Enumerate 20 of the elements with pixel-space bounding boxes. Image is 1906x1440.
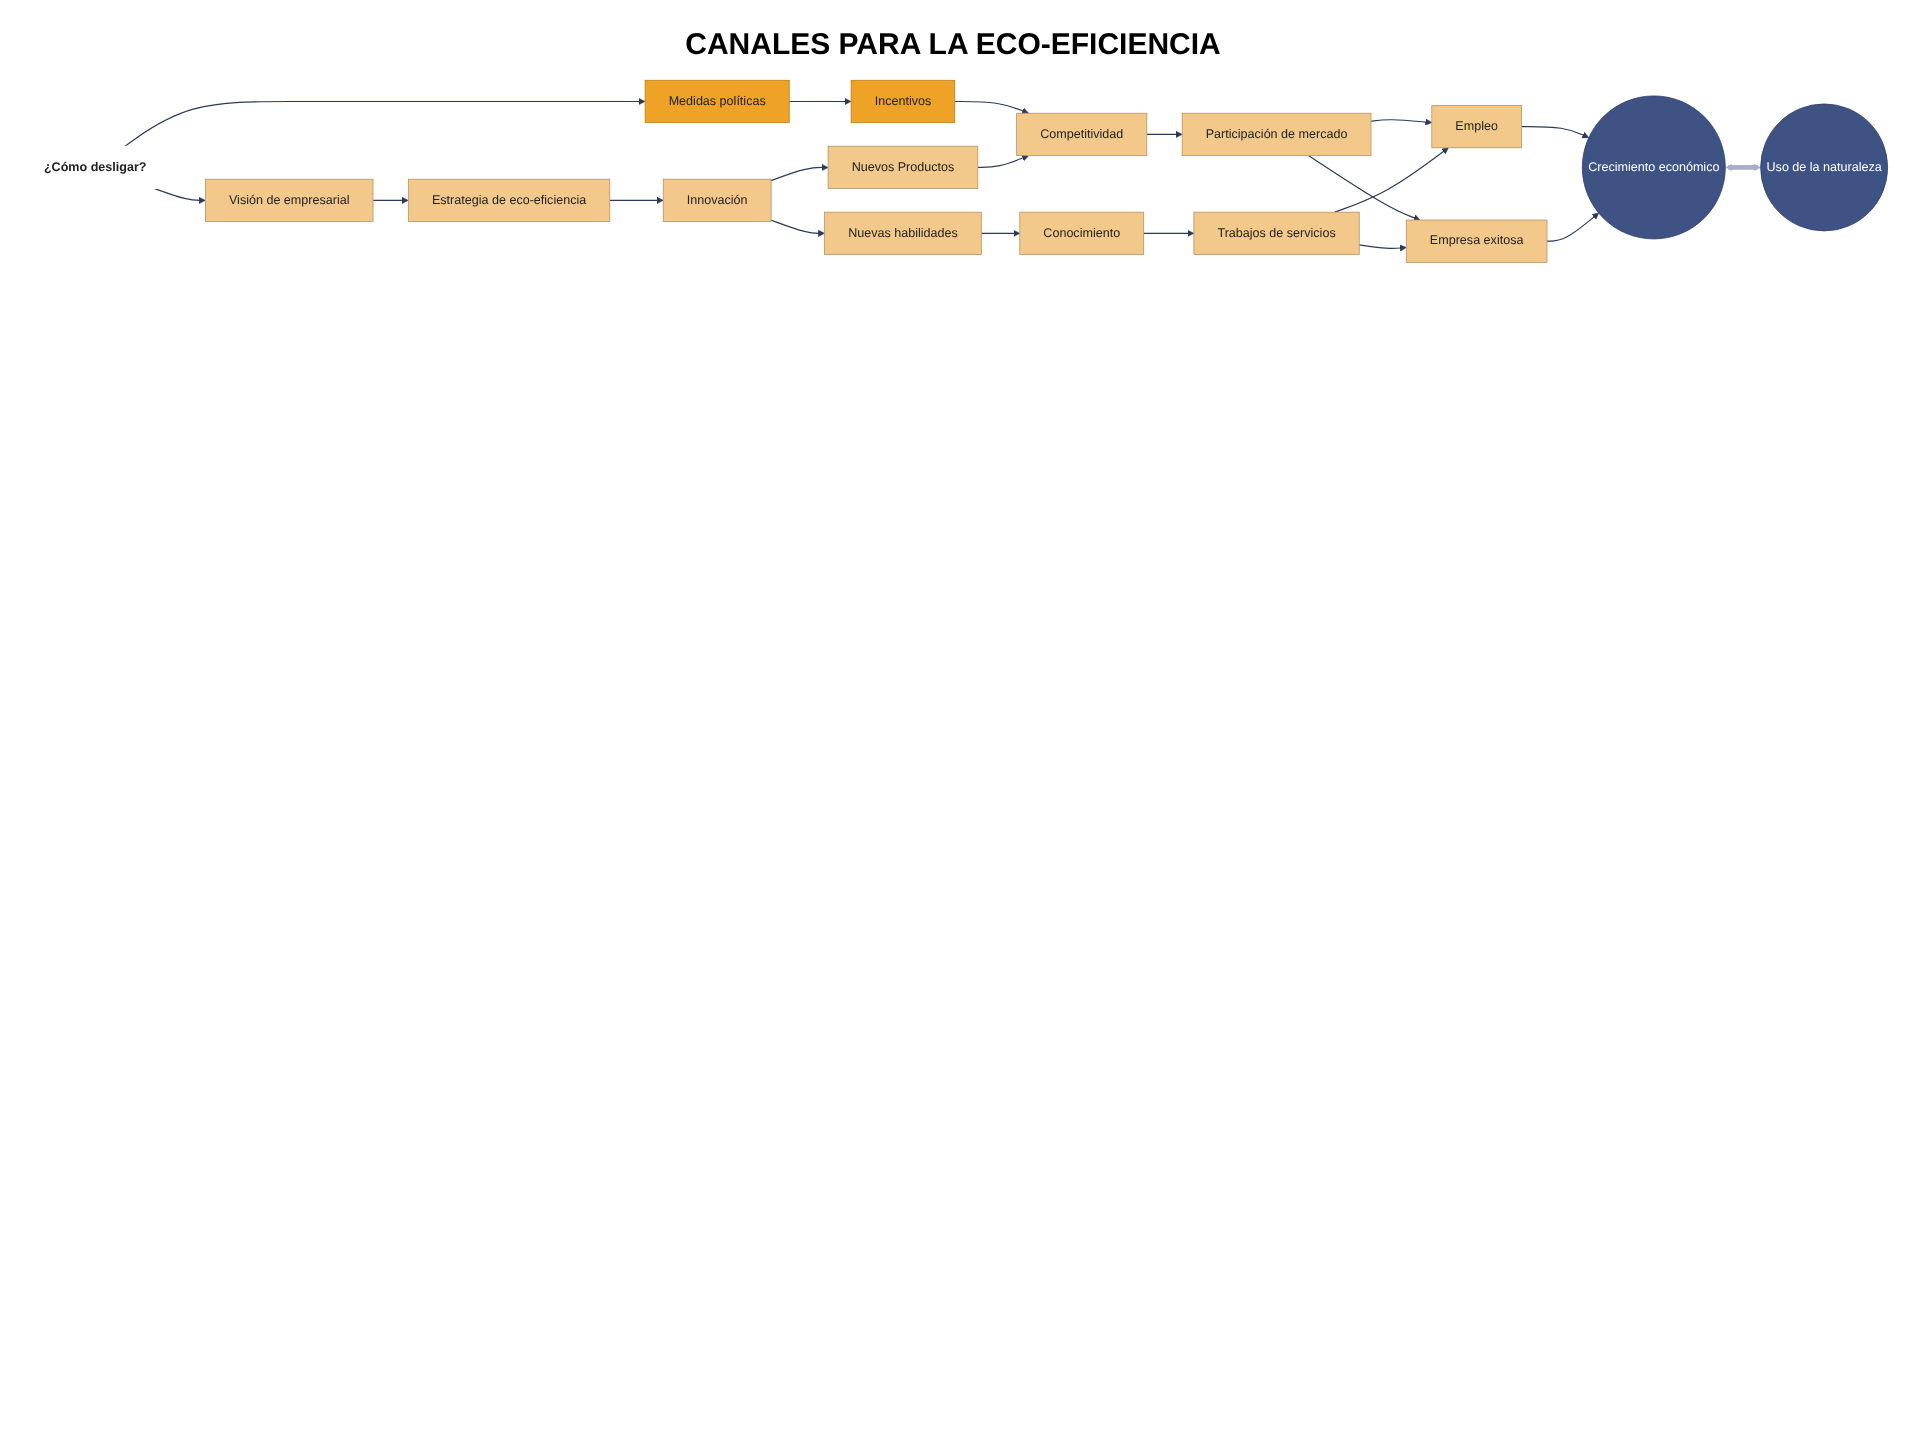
arrow — [769, 163, 828, 182]
arrow — [1369, 118, 1432, 126]
arrow — [953, 100, 1028, 115]
arrow — [976, 154, 1028, 168]
arrow — [1545, 212, 1599, 242]
arrow — [1142, 229, 1194, 237]
arrow — [1724, 163, 1760, 171]
arrow — [371, 196, 408, 204]
arrow — [153, 188, 205, 204]
arrow — [608, 196, 663, 204]
arrow — [1333, 147, 1448, 213]
arrow — [1145, 131, 1182, 138]
arrow — [769, 219, 824, 237]
arrow — [1357, 244, 1406, 252]
arrow — [1307, 155, 1420, 222]
arrow — [787, 98, 851, 105]
diagram-title: CANALES PARA LA ECO-EFICIENCIA — [683, 28, 1223, 62]
arrow — [123, 98, 645, 147]
arrow — [979, 229, 1020, 237]
arrow — [1519, 126, 1589, 139]
